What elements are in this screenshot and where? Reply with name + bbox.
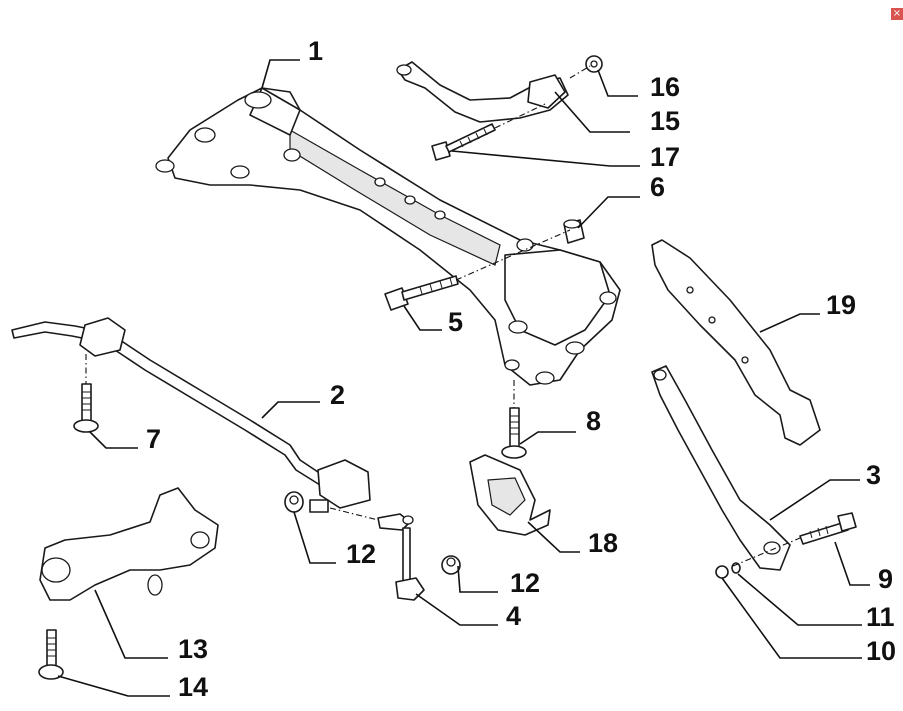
callout-11: 11 [866, 602, 895, 632]
callout-17: 17 [650, 142, 680, 172]
callout-16: 16 [650, 72, 680, 102]
callout-9: 9 [878, 564, 893, 594]
part-subframe [155, 87, 621, 386]
part-stabilizer-bar [11, 317, 371, 513]
part-bush-12-left [284, 491, 304, 513]
callout-18: 18 [588, 528, 618, 558]
leader-lines [57, 59, 870, 697]
callout-15: 15 [650, 106, 680, 136]
callout-12-right: 12 [510, 568, 540, 598]
part-nut-16 [585, 55, 603, 73]
callout-10: 10 [866, 636, 896, 666]
callout-labels: 1 2 3 4 5 6 7 8 9 10 11 12 12 13 14 15 1… [146, 36, 896, 702]
part-bolt-14 [38, 629, 64, 680]
callout-12-left: 12 [346, 539, 376, 569]
part-bolt-7 [73, 383, 99, 433]
callout-14: 14 [178, 672, 208, 702]
part-bracket-18 [469, 454, 551, 536]
part-bush-6 [563, 219, 585, 244]
callout-13: 13 [178, 634, 208, 664]
part-guard-plate [651, 239, 821, 446]
callout-2: 2 [330, 380, 345, 410]
close-icon[interactable]: × [891, 8, 903, 20]
part-bolt-9 [799, 512, 857, 545]
part-bush-12-right [441, 555, 461, 575]
callout-4: 4 [506, 601, 521, 631]
part-upper-control-arm [396, 61, 569, 123]
callout-19: 19 [826, 290, 856, 320]
part-bolt-8 [501, 407, 527, 459]
part-link-rod [377, 513, 425, 601]
callout-1: 1 [308, 36, 323, 66]
callout-7: 7 [146, 424, 161, 454]
part-knuckle [39, 487, 219, 601]
part-lower-control-arm [651, 365, 791, 571]
callout-8: 8 [586, 406, 601, 436]
callout-6: 6 [650, 172, 665, 202]
part-nut-10 [715, 565, 729, 579]
callout-5: 5 [448, 307, 463, 337]
part-bolt-17 [431, 123, 496, 161]
assembly-axes [85, 65, 801, 567]
callout-3: 3 [866, 460, 881, 490]
part-bolt-5 [384, 275, 459, 311]
